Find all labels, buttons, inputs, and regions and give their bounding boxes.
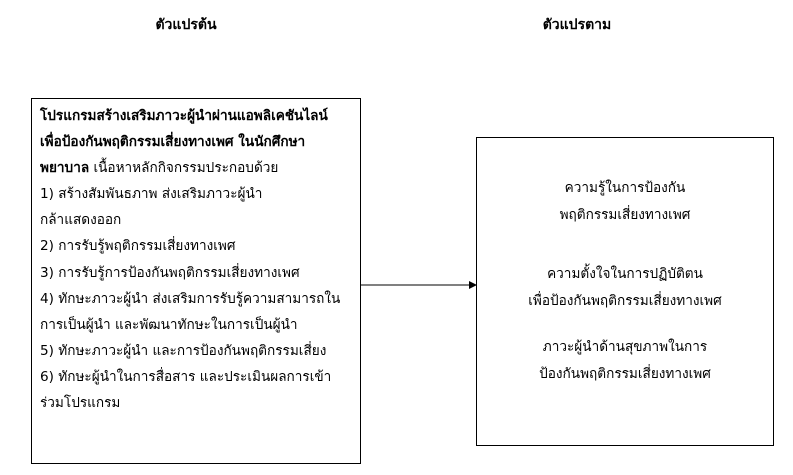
arrow-head-icon — [469, 281, 477, 289]
dependent-variable-leadership: ภาวะผู้นำด้านสุขภาพในการ ป้องกันพฤติกรรม… — [477, 334, 773, 387]
relationship-arrow — [361, 281, 477, 289]
program-title-line: เพื่อป้องกันพฤติกรรมเสี่ยงทางเพศ ในนักศึ… — [40, 134, 306, 151]
activity-line: 6) ทักษะผู้นำในการสื่อสาร และประเมินผลกา… — [40, 368, 332, 385]
activity-line: กล้าแสดงออก — [40, 212, 122, 229]
activity-line: ร่วมโปรแกรม — [40, 395, 121, 412]
variable-line: เพื่อป้องกันพฤติกรรมเสี่ยงทางเพศ — [528, 292, 722, 309]
program-title-line: โปรแกรมสร้างเสริมภาวะผู้นำผ่านแอพลิเคชัน… — [40, 108, 328, 124]
activity-line: การเป็นผู้นำ และพัฒนาทักษะในการเป็นผู้นำ — [40, 316, 298, 333]
content-intro: เนื้อหาหลักกิจกรรมประกอบด้วย — [89, 160, 279, 177]
activity-line: 2) การรับรู้พฤติกรรมเสี่ยงทางเพศ — [40, 238, 236, 255]
activity-line: 4) ทักษะภาวะผู้นำ ส่งเสริมการรับรู้ความส… — [40, 290, 341, 307]
dependent-variable-knowledge: ความรู้ในการป้องกัน พฤติกรรมเสี่ยงทางเพศ — [477, 175, 773, 228]
variable-line: ป้องกันพฤติกรรมเสี่ยงทางเพศ — [539, 365, 711, 382]
activity-line: 1) สร้างสัมพันธภาพ ส่งเสริมภาวะผู้นำ — [40, 186, 263, 203]
dependent-variable-intention: ความตั้งใจในการปฏิบัติตน เพื่อป้องกันพฤต… — [477, 261, 773, 314]
activity-line: 3) การรับรู้การป้องกันพฤติกรรมเสี่ยงทางเ… — [40, 264, 300, 281]
program-title-end: พยาบาล — [40, 160, 90, 177]
variable-line: พฤติกรรมเสี่ยงทางเพศ — [559, 206, 691, 223]
independent-variable-box: โปรแกรมสร้างเสริมภาวะผู้นำผ่านแอพลิเคชัน… — [31, 98, 361, 464]
variable-line: ภาวะผู้นำด้านสุขภาพในการ — [542, 339, 708, 355]
dependent-variable-box: ความรู้ในการป้องกัน พฤติกรรมเสี่ยงทางเพศ… — [476, 137, 774, 446]
variable-line: ความตั้งใจในการปฏิบัติตน — [547, 266, 703, 282]
activity-line: 5) ทักษะภาวะผู้นำ และการป้องกันพฤติกรรมเ… — [40, 342, 327, 359]
variable-line: ความรู้ในการป้องกัน — [564, 180, 686, 196]
dependent-variable-header: ตัวแปรตาม — [542, 17, 612, 33]
independent-variable-header: ตัวแปรต้น — [155, 17, 217, 33]
program-title-line: พยาบาล เนื้อหาหลักกิจกรรมประกอบด้วย — [40, 155, 360, 181]
